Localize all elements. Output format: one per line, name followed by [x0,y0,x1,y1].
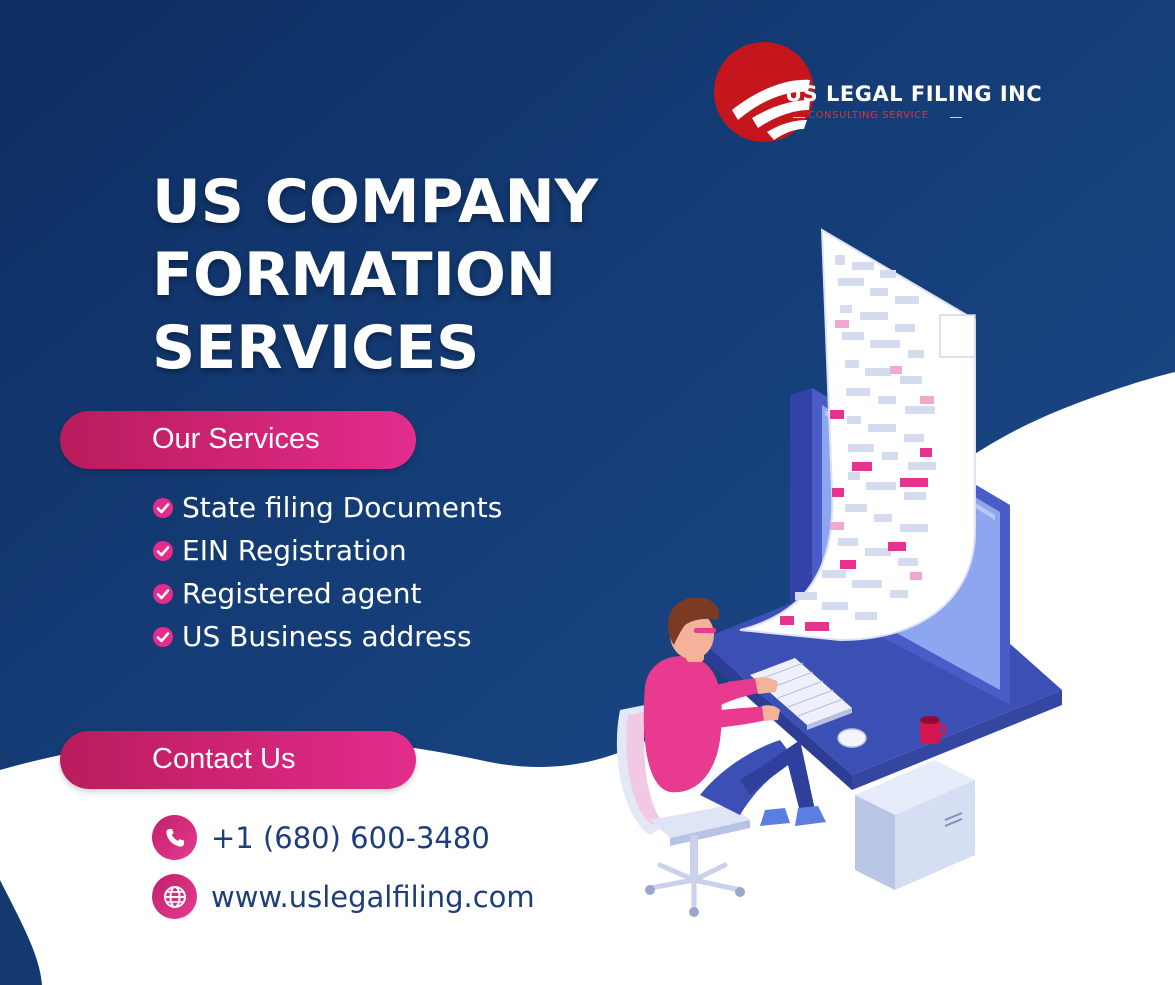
desk-tower [855,760,975,890]
company-name: US LEGAL FILING INC [785,82,1043,106]
document-form [739,228,976,642]
title-line-2: FORMATION [152,240,557,310]
office-worker [643,597,826,826]
tagline-rule-right [950,117,962,118]
services-label-text: Our Services [152,423,320,455]
navy-corner [0,880,42,985]
check-circle-icon [153,626,173,647]
globe-icon [152,874,197,919]
contact-web-row[interactable]: www.uslegalfiling.com [152,874,535,919]
list-item: US Business address [152,615,502,658]
company-logo-icon [714,42,814,142]
check-circle-icon [153,497,173,518]
service-item-text: State filing Documents [182,491,503,524]
list-item: Registered agent [152,572,502,615]
coffee-mug [920,716,947,744]
list-item: State filing Documents [152,486,502,529]
services-section-label: Our Services [60,411,416,469]
list-item: EIN Registration [152,529,502,572]
phone-icon [152,815,197,860]
office-chair [616,705,750,917]
title-line-1: US COMPANY [152,167,599,237]
service-item-text: Registered agent [182,577,422,610]
phone-number-link[interactable]: +1 (680) 600-3480 [211,820,490,855]
service-item-text: EIN Registration [182,534,407,567]
company-tagline: CONSULTING SERVICE [808,110,929,121]
keyboard [750,658,852,730]
contact-section-label: Contact Us [60,731,416,789]
contact-label-text: Contact Us [152,743,296,775]
service-item-text: US Business address [182,620,472,653]
contact-phone-row[interactable]: +1 (680) 600-3480 [152,815,490,860]
page-title: US COMPANY FORMATION SERVICES [152,166,598,385]
tagline-rule-left [793,117,805,118]
check-circle-icon [153,540,173,561]
services-list: State filing Documents EIN Registration … [152,486,502,658]
mouse [837,728,867,748]
title-line-3: SERVICES [152,313,480,383]
website-link[interactable]: www.uslegalfiling.com [211,879,535,914]
office-worker-illustration [616,228,1062,917]
check-circle-icon [153,583,173,604]
